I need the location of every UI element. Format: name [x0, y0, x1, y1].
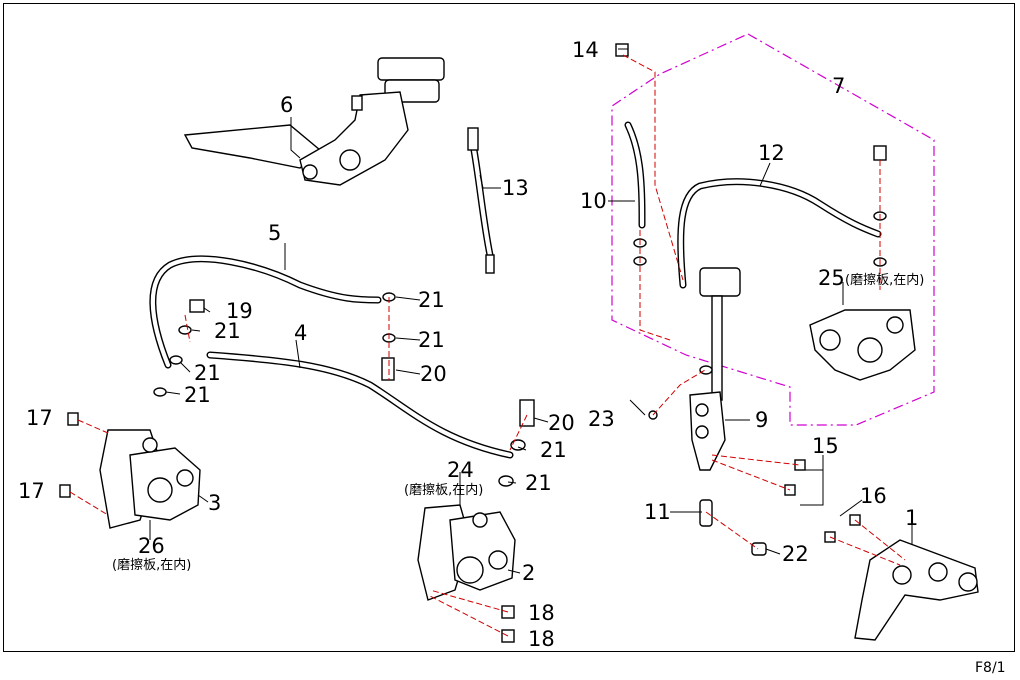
- part-25-caliper[interactable]: [809, 309, 916, 381]
- hose-5[interactable]: [149, 255, 382, 369]
- callout-19: 19: [226, 299, 253, 323]
- callout-13: 13: [502, 176, 529, 200]
- callout-10: 10: [580, 189, 607, 213]
- callout-20b: 20: [548, 411, 575, 435]
- callout-3: 3: [208, 491, 221, 515]
- page-reference: F8/1: [975, 660, 1006, 676]
- note-25: (磨擦板,在内): [845, 272, 924, 288]
- part-9-master-cylinder[interactable]: [689, 267, 741, 471]
- callout-25: 25: [818, 266, 845, 290]
- callout-17a: 17: [26, 406, 53, 430]
- callout-6: 6: [280, 93, 293, 117]
- part-1-bracket[interactable]: [854, 539, 979, 641]
- callout-18b: 18: [528, 627, 555, 651]
- callout-14: 14: [572, 38, 599, 62]
- hose-4[interactable]: [206, 351, 514, 459]
- cable-13[interactable]: [467, 127, 495, 274]
- callout-26: 26: [138, 534, 165, 558]
- callout-21f: 21: [540, 438, 567, 462]
- callout-21c: 21: [214, 319, 241, 343]
- callout-20a: 20: [420, 362, 447, 386]
- drawing-frame: [3, 3, 1015, 652]
- callout-11: 11: [644, 500, 671, 524]
- callout-24: 24: [447, 458, 474, 482]
- hose-12[interactable]: [677, 178, 882, 289]
- callout-16: 16: [860, 484, 887, 508]
- hose-10[interactable]: [624, 121, 646, 229]
- callout-15: 15: [812, 434, 839, 458]
- callout-12: 12: [758, 141, 785, 165]
- callout-21b: 21: [418, 328, 445, 352]
- callout-21d: 21: [194, 361, 221, 385]
- callout-22: 22: [782, 542, 809, 566]
- callout-2: 2: [522, 561, 535, 585]
- callout-21a: 21: [418, 288, 445, 312]
- assembly-axis-lines: [69, 54, 906, 637]
- assembly-7-boundary: [611, 33, 935, 426]
- callout-7: 7: [832, 74, 845, 98]
- callout-17b: 17: [18, 479, 45, 503]
- callout-23: 23: [588, 407, 615, 431]
- bolts-and-washers[interactable]: [59, 43, 887, 643]
- leader-lines: [149, 48, 913, 574]
- callout-5: 5: [268, 221, 281, 245]
- part-2-caliper[interactable]: [417, 504, 516, 601]
- callout-9: 9: [755, 408, 768, 432]
- callout-1: 1: [905, 506, 918, 530]
- note-26: (磨擦板,在内): [112, 557, 191, 573]
- callout-21e: 21: [184, 383, 211, 407]
- note-24: (磨擦板,在内): [404, 482, 483, 498]
- part-3-caliper[interactable]: [99, 429, 201, 529]
- callout-18a: 18: [528, 601, 555, 625]
- part-6-master-cylinder[interactable]: [183, 57, 445, 186]
- callout-labels: 1 2 3 4 5 6 7 9 10 11 12 13 14 15 16 17 …: [18, 38, 924, 651]
- callout-21g: 21: [525, 471, 552, 495]
- callout-4: 4: [294, 321, 307, 345]
- part-11-banjo-fitting[interactable]: [699, 499, 713, 527]
